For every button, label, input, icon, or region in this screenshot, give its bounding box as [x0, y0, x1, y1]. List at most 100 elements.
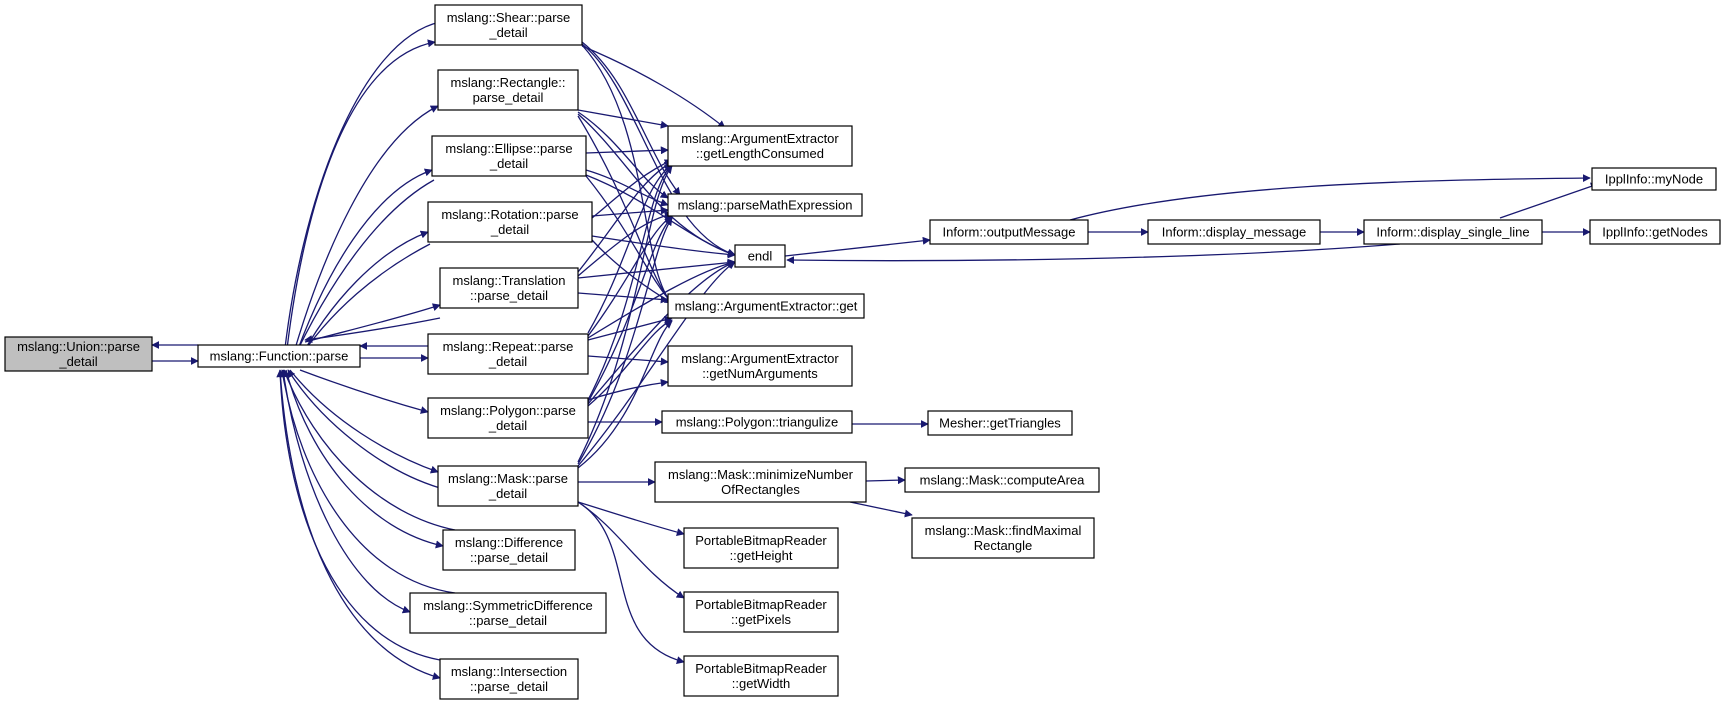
edge-poly-gna	[587, 378, 669, 401]
edge-trans-endl	[577, 258, 736, 279]
node-label: _detail	[490, 222, 529, 237]
node-label: Rectangle	[974, 538, 1033, 553]
node-label: mslang::Repeat::parse	[443, 339, 574, 354]
edge-shear-glc	[581, 45, 726, 129]
edge-inter-fparse	[276, 369, 441, 661]
node-box	[667, 193, 863, 217]
node-box	[667, 293, 865, 319]
node-label: mslang::Difference	[455, 535, 563, 550]
node-label: _detail	[488, 486, 527, 501]
edge-mask-aget	[577, 320, 673, 469]
node-box	[927, 410, 1073, 436]
edge-ellipse-pme	[585, 169, 669, 207]
node-repeat[interactable]: mslang::Repeat::parse_detail	[427, 333, 589, 375]
edge-fparse-diff	[285, 369, 444, 549]
node-inter[interactable]: mslang::Intersection::parse_detail	[439, 658, 579, 700]
node-shear[interactable]: mslang::Shear::parse_detail	[434, 4, 583, 46]
edge-dispsl-mynode	[1499, 182, 1599, 219]
node-box	[427, 333, 589, 375]
edge-rot-endl	[591, 235, 736, 259]
node-box	[683, 527, 839, 569]
node-label: _detail	[489, 156, 528, 171]
node-label: ::parse_detail	[469, 613, 547, 628]
node-box	[197, 344, 361, 368]
node-label: mslang::Union::parse	[17, 339, 140, 354]
edge-trans-pme	[577, 211, 673, 277]
edge-minrect-carea	[865, 476, 906, 485]
node-getnodes[interactable]: IpplInfo::getNodes	[1589, 219, 1721, 245]
node-label: mslang::Mask::computeArea	[920, 473, 1086, 488]
edge-rect-glc	[577, 109, 669, 129]
edges	[151, 21, 1599, 680]
edge-mask-glc	[577, 165, 673, 463]
node-mask[interactable]: mslang::Mask::parse_detail	[437, 465, 579, 507]
node-box	[911, 517, 1095, 559]
edge-dispsl-endl	[786, 243, 1401, 265]
edge-mask-gp	[577, 501, 685, 599]
node-box	[409, 592, 607, 634]
node-label: ::parse_detail	[470, 550, 548, 565]
edge-diff-fparse	[282, 369, 456, 531]
node-trans[interactable]: mslang::Translation::parse_detail	[439, 267, 579, 309]
node-gna[interactable]: mslang::ArgumentExtractor::getNumArgumen…	[667, 345, 853, 387]
edge-trans-glc	[577, 161, 673, 273]
node-outmsg[interactable]: Inform::outputMessage	[929, 219, 1089, 245]
edge-repeat-gna	[587, 355, 669, 366]
node-label: mslang::Mask::parse	[448, 471, 568, 486]
node-box	[431, 135, 587, 177]
node-box	[683, 655, 839, 697]
node-label: Inform::outputMessage	[943, 225, 1076, 240]
node-endl[interactable]: endl	[734, 244, 786, 268]
node-glc[interactable]: mslang::ArgumentExtractor::getLengthCons…	[667, 125, 853, 167]
node-box	[1147, 219, 1321, 245]
node-label: ::parse_detail	[470, 288, 548, 303]
edge-shear-fparse	[279, 21, 441, 367]
node-rect[interactable]: mslang::Rectangle::parse_detail	[437, 69, 579, 111]
node-ellipse[interactable]: mslang::Ellipse::parse_detail	[431, 135, 587, 177]
node-diff[interactable]: mslang::Difference::parse_detail	[442, 529, 576, 571]
node-box	[434, 4, 583, 46]
node-label: ::getLengthConsumed	[696, 146, 824, 161]
node-dispmsg[interactable]: Inform::display_message	[1147, 219, 1321, 245]
node-dispsl[interactable]: Inform::display_single_line	[1363, 219, 1543, 245]
node-label: ::getHeight	[730, 548, 793, 563]
node-box	[667, 345, 853, 387]
edge-mask-pme	[577, 217, 673, 465]
node-label: IpplInfo::getNodes	[1602, 225, 1708, 240]
edge-fparse-rect	[289, 105, 439, 367]
node-label: mslang::ArgumentExtractor::get	[675, 299, 858, 314]
edge-symdiff-fparse	[279, 369, 456, 594]
node-label: Mesher::getTriangles	[939, 416, 1061, 431]
node-mesher[interactable]: Mesher::getTriangles	[927, 410, 1073, 436]
node-label: OfRectangles	[721, 482, 800, 497]
node-mynode[interactable]: IpplInfo::myNode	[1591, 167, 1717, 191]
node-pme[interactable]: mslang::parseMathExpression	[667, 193, 863, 217]
node-carea[interactable]: mslang::Mask::computeArea	[904, 467, 1100, 493]
node-label: _detail	[488, 418, 527, 433]
node-symdiff[interactable]: mslang::SymmetricDifference::parse_detai…	[409, 592, 607, 634]
node-box	[427, 397, 589, 439]
edge-rot-glc	[591, 159, 673, 219]
node-label: mslang::Rotation::parse	[441, 207, 578, 222]
node-rot[interactable]: mslang::Rotation::parse_detail	[427, 201, 593, 243]
node-aget[interactable]: mslang::ArgumentExtractor::get	[667, 293, 865, 319]
node-box	[442, 529, 576, 571]
node-label: mslang::Rectangle::	[451, 75, 566, 90]
node-tri[interactable]: mslang::Polygon::triangulize	[661, 410, 853, 434]
edge-fparse-mask	[289, 369, 439, 474]
node-box	[929, 219, 1089, 245]
node-label: ::parse_detail	[470, 679, 548, 694]
node-gw[interactable]: PortableBitmapReader::getWidth	[683, 655, 839, 697]
edge-shear-endl	[581, 43, 736, 257]
node-poly[interactable]: mslang::Polygon::parse_detail	[427, 397, 589, 439]
edge-trans-fparse	[304, 317, 441, 344]
node-gh[interactable]: PortableBitmapReader::getHeight	[683, 527, 839, 569]
node-fparse[interactable]: mslang::Function::parse	[197, 344, 361, 368]
node-gp[interactable]: PortableBitmapReader::getPixels	[683, 591, 839, 633]
node-union[interactable]: mslang::Union::parse_detail	[4, 336, 153, 372]
edge-repeat-endl	[587, 259, 736, 339]
